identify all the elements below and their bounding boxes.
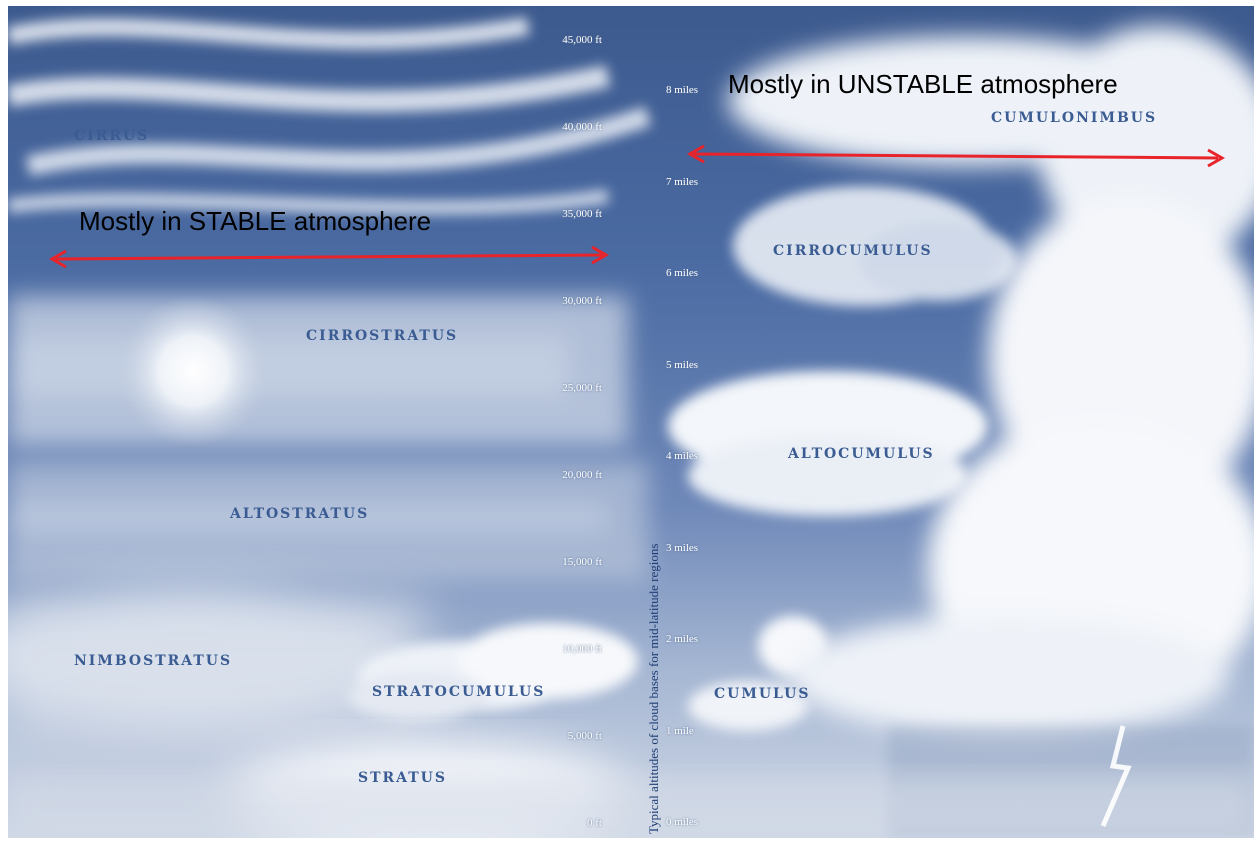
mile-tick-label: 3 miles <box>666 541 699 554</box>
cirrus-cloud <box>8 17 652 215</box>
feet-tick-label: 5,000 ft <box>567 730 602 742</box>
feet-tick-label: 30,000 ft <box>562 295 602 307</box>
mile-tick-label: 7 miles <box>666 175 699 188</box>
mile-tick-label: 6 miles <box>666 267 699 279</box>
mile-tick-label: 5 miles <box>666 358 699 371</box>
label-stratus: STRATUS <box>358 770 447 786</box>
cloud-illustrations <box>8 17 1254 838</box>
note-unstable: Mostly in UNSTABLE atmosphere <box>728 69 1118 99</box>
mile-tick-label: 0 miles <box>666 816 699 828</box>
label-nimbostratus: NIMBOSTRATUS <box>74 653 233 669</box>
feet-tick-label: 15,000 ft <box>562 556 602 568</box>
feet-tick-label: 45,000 ft <box>562 34 602 46</box>
label-cumulonimbus: CUMULONIMBUS <box>991 110 1158 126</box>
label-cirrus: CIRRUS <box>74 128 150 144</box>
lightning-icon <box>1100 725 1132 827</box>
mile-tick-label: 4 miles <box>666 450 699 462</box>
label-stratocumulus: STRATOCUMULUS <box>372 684 546 700</box>
cumulonimbus-cloud <box>728 26 1254 736</box>
mile-tick-label: 2 miles <box>666 633 699 645</box>
label-cirrostratus: CIRROSTRATUS <box>306 328 459 344</box>
stable-arrow <box>48 245 610 269</box>
stratocumulus-cloud <box>348 623 638 721</box>
feet-tick-label: 10,000 ft <box>562 643 602 655</box>
cirrocumulus-cloud <box>733 186 1018 306</box>
cirrostratus-cloud <box>8 296 628 446</box>
feet-tick-label: 0 ft <box>587 817 602 829</box>
feet-tick-label: 25,000 ft <box>562 382 602 394</box>
feet-tick-label: 40,000 ft <box>562 121 602 133</box>
unstable-arrow <box>686 144 1226 168</box>
label-altostratus: ALTOSTRATUS <box>230 506 370 522</box>
mile-tick-label: 1 mile <box>666 724 694 737</box>
sky-background: CIRRUS CIRROSTRATUS ALTOSTRATUS NIMBOSTR… <box>8 6 1254 838</box>
label-altocumulus: ALTOCUMULUS <box>788 446 935 462</box>
ground-haze <box>8 776 1254 838</box>
altitude-axis-title: Typical altitudes of cloud bases for mid… <box>646 543 661 834</box>
label-cumulus: CUMULUS <box>714 686 811 702</box>
label-cirrocumulus: CIRROCUMULUS <box>773 243 933 259</box>
note-stable: Mostly in STABLE atmosphere <box>79 206 432 236</box>
altostratus-cloud <box>8 461 648 581</box>
sun-halo <box>118 296 268 446</box>
mile-tick-label: 8 miles <box>666 84 699 96</box>
feet-tick-label: 20,000 ft <box>562 469 602 481</box>
feet-tick-label: 35,000 ft <box>562 208 602 220</box>
altocumulus-cloud <box>668 371 988 516</box>
